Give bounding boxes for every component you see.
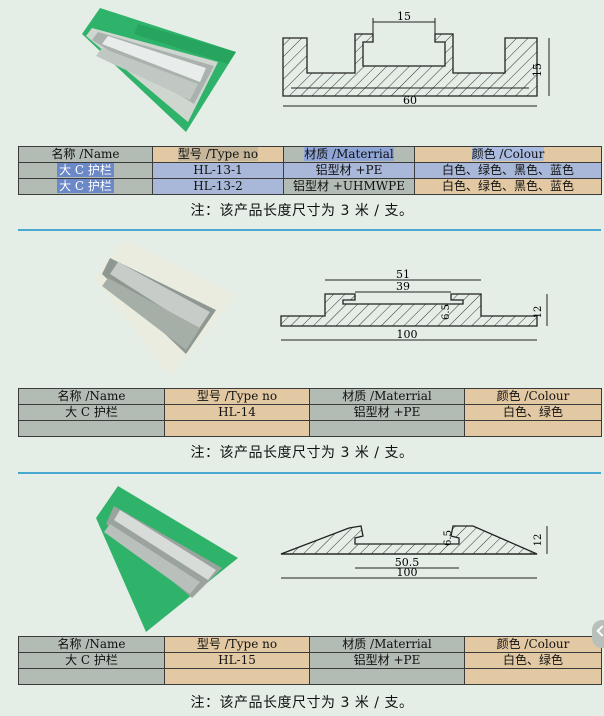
length-note: 注：该产品长度尺寸为 3 米 / 支。 xyxy=(190,695,414,711)
cross-section-drawing-hl13: 15 15 60 xyxy=(282,10,550,107)
product-section-hl13: 15 15 60 名称 /Name 型号 /Type no 材质 /Materr… xyxy=(0,0,604,230)
cross-section-drawing-hl15: 6.5 12 50.5 100 xyxy=(280,525,548,579)
product-section-hl14: 51 39 6.5 12 100 名称 /Name 型号 /Type no 材质… xyxy=(0,232,604,470)
product-photo-hl13 xyxy=(82,8,236,132)
col-header-type: 型号 /Type no xyxy=(164,388,310,405)
product-photo-hl15 xyxy=(96,486,238,632)
scroll-handle[interactable] xyxy=(592,620,604,648)
col-header-colour: 颜色 /Colour xyxy=(414,146,602,163)
dim-bottom: 60 xyxy=(403,94,417,107)
col-header-name: 名称 /Name xyxy=(18,388,165,405)
dim-100: 100 xyxy=(397,328,418,341)
dim-side: 15 xyxy=(531,63,544,77)
col-header-material: 材质 /Materrial xyxy=(283,146,415,163)
col-header-colour: 颜色 /Colour xyxy=(464,636,602,653)
cross-section-drawing-hl14: 51 39 6.5 12 100 xyxy=(280,268,548,341)
dim-top: 15 xyxy=(397,10,411,23)
spec-table-hl15: 名称 /Name 型号 /Type no 材质 /Materrial 颜色 /C… xyxy=(18,636,602,685)
spec-table-hl13: 名称 /Name 型号 /Type no 材质 /Materrial 颜色 /C… xyxy=(18,146,602,195)
dim-6-5: 6.5 xyxy=(441,304,452,320)
dim-51: 51 xyxy=(396,268,410,281)
col-header-colour: 颜色 /Colour xyxy=(464,388,602,405)
length-note: 注：该产品长度尺寸为 3 米 / 支。 xyxy=(190,445,414,461)
dim-12: 12 xyxy=(533,306,544,319)
dim-100: 100 xyxy=(397,566,418,579)
table-row: 大 C 护栏 HL-13-2 铝型材 +UHMWPE 白色、绿色、黑色、蓝色 xyxy=(18,178,602,195)
table-row xyxy=(18,420,602,437)
col-header-name: 名称 /Name xyxy=(18,146,153,163)
length-note: 注：该产品长度尺寸为 3 米 / 支。 xyxy=(190,203,414,219)
section-divider xyxy=(18,229,601,231)
dim-39: 39 xyxy=(396,280,410,293)
col-header-name: 名称 /Name xyxy=(18,636,165,653)
dim-50-5: 50.5 xyxy=(395,556,420,569)
col-header-type: 型号 /Type no xyxy=(164,636,310,653)
table-row: 大 C 护栏 HL-14 铝型材 +PE 白色、绿色 xyxy=(18,404,602,421)
col-header-type: 型号 /Type no xyxy=(152,146,284,163)
table-row: 大 C 护栏 HL-13-1 铝型材 +PE 白色、绿色、黑色、蓝色 xyxy=(18,162,602,179)
table-row xyxy=(18,668,602,685)
col-header-material: 材质 /Materrial xyxy=(309,636,465,653)
section-divider xyxy=(18,472,601,474)
spec-table-hl14: 名称 /Name 型号 /Type no 材质 /Materrial 颜色 /C… xyxy=(18,388,602,437)
table-row: 大 C 护栏 HL-15 铝型材 +PE 白色、绿色 xyxy=(18,652,602,669)
col-header-material: 材质 /Materrial xyxy=(309,388,465,405)
chevron-left-icon xyxy=(596,625,604,637)
product-section-hl15: 6.5 12 50.5 100 名称 /Name 型号 /Type no 材质 … xyxy=(0,474,604,716)
dim-6-5: 6.5 xyxy=(443,530,454,546)
product-photo-hl14 xyxy=(94,240,236,376)
dim-12: 12 xyxy=(533,534,544,547)
